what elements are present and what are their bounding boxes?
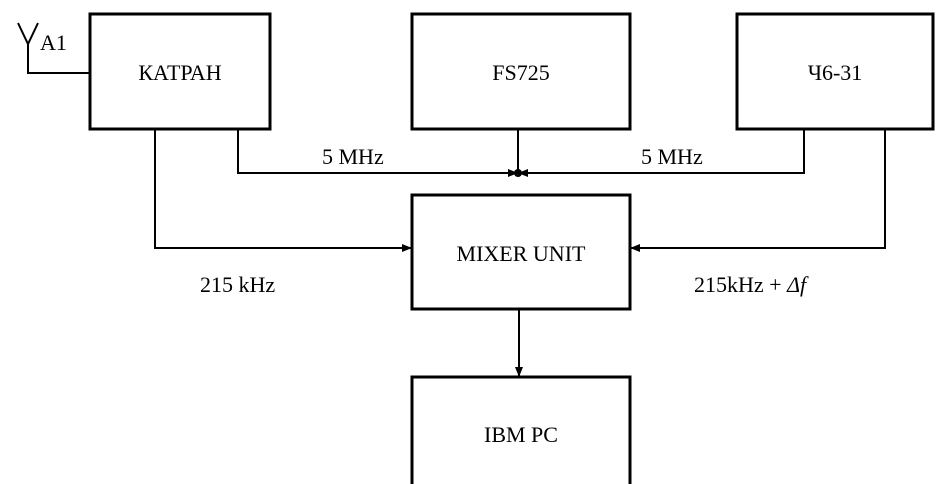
if-wire-katran-to-mixer xyxy=(154,129,412,252)
ibm-pc-label: IBM PC xyxy=(484,422,558,447)
fs725-block xyxy=(410,12,632,131)
ch631-label: Ч6-31 xyxy=(808,60,863,85)
ref-label-right: 5 MHz xyxy=(641,144,703,169)
mixer-unit-block xyxy=(410,193,632,311)
mixer-unit-label: MIXER UNIT xyxy=(457,241,586,266)
antenna-label: A1 xyxy=(40,30,67,55)
ibm-pc-block xyxy=(410,375,632,484)
ref-wire-to-katran xyxy=(237,129,528,177)
if-label-right: 215kHz + Δf xyxy=(694,272,809,297)
katran-block xyxy=(88,12,272,131)
ch631-block xyxy=(735,12,935,131)
ref-wire-to-ch631 xyxy=(508,129,805,177)
fs725-label: FS725 xyxy=(492,60,549,85)
delta-f-label: Δf xyxy=(786,272,809,297)
ref-label-left: 5 MHz xyxy=(322,144,384,169)
katran-label: КАТРАН xyxy=(138,60,221,85)
antenna-icon xyxy=(17,22,90,74)
if-label-left: 215 kHz xyxy=(200,272,275,297)
if-wire-ch631-to-mixer xyxy=(630,129,886,252)
if-label-right-prefix: 215kHz + xyxy=(694,272,787,297)
